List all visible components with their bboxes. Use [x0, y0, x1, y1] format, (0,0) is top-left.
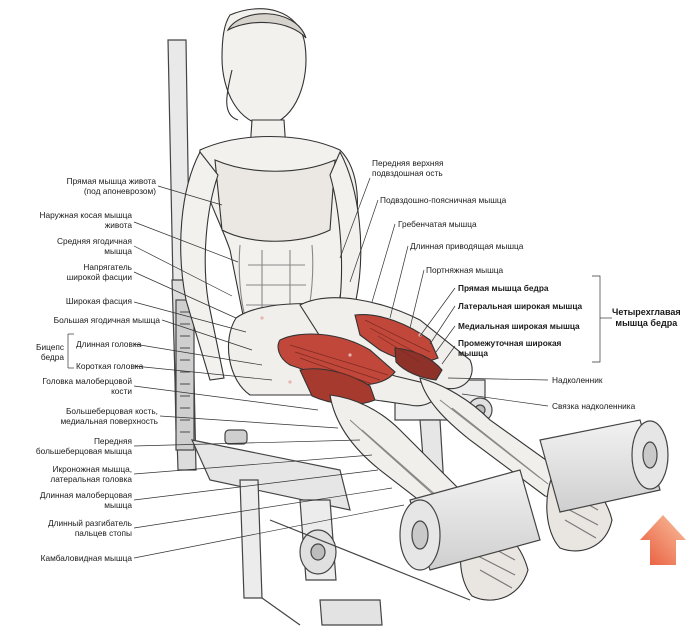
- label-fascia-lata: Широкая фасция: [14, 296, 132, 306]
- label-line: Напрягатель: [83, 262, 132, 272]
- label-line: Большеберцовая кость,: [65, 406, 158, 416]
- label-line: (под апоневрозом): [83, 186, 156, 196]
- motion-arrow-icon: [640, 515, 686, 565]
- label-rectus-femoris: Прямая мышца бедра: [458, 283, 549, 293]
- label-line: Четырехглавая: [612, 307, 681, 317]
- label-biceps-long-head: Длинная головка: [76, 339, 142, 349]
- label-tensor-fasciae-latae: Напрягатель широкой фасции: [14, 262, 132, 282]
- label-iliopsoas: Подвздошно-поясничная мышца: [380, 195, 507, 205]
- label-peroneus-longus: Длинная малоберцовая мышца: [14, 490, 132, 510]
- label-tibia-medial-surface: Большеберцовая кость, медиальная поверхн…: [14, 406, 158, 426]
- label-line: подвздошная ость: [372, 168, 443, 178]
- label-line: мышца: [104, 500, 132, 510]
- label-gluteus-maximus: Большая ягодичная мышца: [14, 315, 160, 325]
- label-line: кости: [111, 386, 132, 396]
- label-vastus-medialis: Медиальная широкая мышца: [458, 321, 580, 331]
- label-biceps-femoris: Бицепс бедра: [14, 342, 64, 362]
- label-line: медиальная поверхность: [60, 416, 158, 426]
- label-patella: Надколенник: [552, 375, 603, 385]
- label-line: бедра: [40, 352, 64, 362]
- label-gastrocnemius-lateral: Икроножная мышца, латеральная головка: [14, 464, 132, 484]
- label-tibialis-anterior: Передняя большеберцовая мышца: [14, 436, 132, 456]
- leader-lines-right: [339, 177, 612, 407]
- label-line: Прямая мышца живота: [66, 176, 156, 186]
- label-line: Длинная малоберцовая: [39, 490, 132, 500]
- label-line: Передняя: [93, 436, 132, 446]
- figure-upper-body: [180, 8, 362, 381]
- label-line: Наружная косая мышца: [39, 210, 132, 220]
- label-asis: Передняя верхняя подвздошная ость: [372, 158, 444, 178]
- label-line: живота: [104, 220, 132, 230]
- label-quadriceps-group: Четырехглавая мышца бедра: [612, 307, 681, 329]
- label-line: латеральная головка: [50, 474, 132, 484]
- leader-lines-left: [67, 185, 405, 559]
- label-line: большеберцовая мышца: [35, 446, 132, 456]
- label-pectineus: Гребенчатая мышца: [398, 219, 477, 229]
- label-soleus: Камбаловидная мышца: [14, 553, 132, 563]
- label-gluteus-medius: Средняя ягодичная мышца: [14, 236, 132, 256]
- label-external-oblique: Наружная косая мышца живота: [14, 210, 132, 230]
- label-line: Широкая фасция: [65, 296, 132, 306]
- label-vastus-intermedius: Промежуточная широкая мышца: [458, 338, 561, 358]
- label-line: Камбаловидная мышца: [40, 553, 132, 563]
- label-line: пальцев стопы: [74, 528, 132, 538]
- label-sartorius: Портняжная мышца: [426, 265, 504, 275]
- leg-extension-pads: [399, 419, 669, 571]
- label-patellar-ligament: Связка надколенника: [552, 401, 636, 411]
- label-line: Бицепс: [36, 342, 64, 352]
- label-line: Большая ягодичная мышца: [53, 315, 160, 325]
- label-line: мышца бедра: [615, 318, 678, 328]
- figure-thighs: [227, 297, 473, 407]
- label-line: широкой фасции: [66, 272, 132, 282]
- label-biceps-short-head: Короткая головка: [76, 361, 144, 371]
- label-line: Головка малоберцовой: [42, 376, 132, 386]
- label-line: Промежуточная широкая: [458, 338, 562, 348]
- label-rectus-abdominis: Прямая мышца живота (под апоневрозом): [14, 176, 156, 196]
- label-line: мышца: [104, 246, 132, 256]
- label-line: Передняя верхняя: [372, 158, 444, 168]
- label-adductor-longus: Длинная приводящая мышца: [410, 241, 524, 251]
- label-line: Средняя ягодичная: [56, 236, 132, 246]
- label-extensor-digitorum-longus: Длинный разгибатель пальцев стопы: [14, 518, 132, 538]
- label-line: Длинный разгибатель: [48, 518, 132, 528]
- label-vastus-lateralis: Латеральная широкая мышца: [458, 301, 583, 311]
- label-line: Икроножная мышца,: [52, 464, 132, 474]
- label-line: мышца: [458, 348, 488, 358]
- label-fibula-head: Головка малоберцовой кости: [14, 376, 132, 396]
